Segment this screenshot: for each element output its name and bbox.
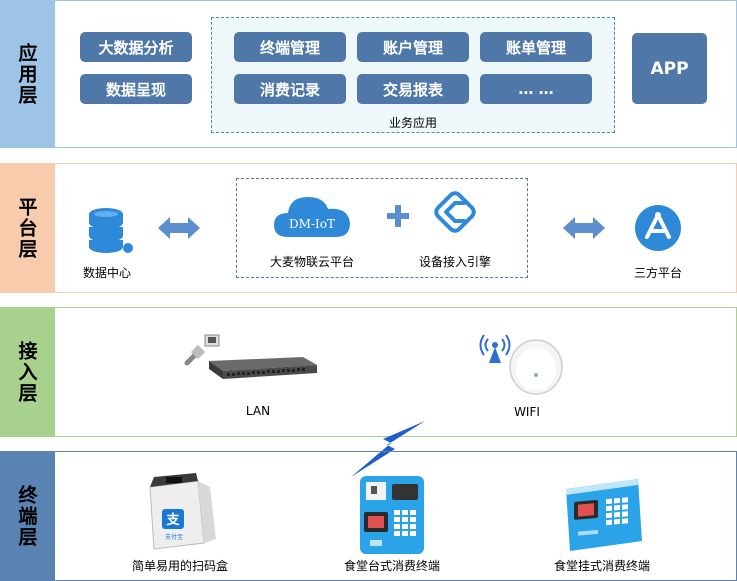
platform-layer-label: 平台层 <box>0 163 54 293</box>
plus-icon <box>387 205 409 227</box>
third-party-label: 三方平台 <box>633 266 682 280</box>
transaction-report-button[interactable]: 交易报表 <box>357 74 469 104</box>
scan-box-device-icon: 支 支付宝 <box>149 473 216 550</box>
wifi-label: WIFI <box>514 405 540 419</box>
svg-text:支: 支 <box>165 512 180 528</box>
cloud-platform-label: 大麦物联云平台 <box>269 255 354 269</box>
data-presentation-button[interactable]: 数据呈现 <box>80 74 192 104</box>
platform-layer: 平台层 数据中心 DM-IoT 大麦物联云平台 <box>0 163 737 293</box>
scan-box-label: 简单易用的扫码盒 <box>131 559 228 573</box>
more-button[interactable]: … … <box>480 74 592 104</box>
consumption-records-button[interactable]: 消费记录 <box>234 74 346 104</box>
app-button[interactable]: APP <box>632 33 707 104</box>
application-layer: 应用层 大数据分析 数据呈现 终端管理 账户管理 账单管理 消费记录 交易报表 … <box>0 0 737 148</box>
application-layer-label: 应用层 <box>0 0 54 148</box>
business-applications-caption: 业务应用 <box>388 116 437 130</box>
data-center-label: 数据中心 <box>82 266 131 280</box>
wall-terminal-device-icon <box>566 479 642 551</box>
access-layer-panel <box>54 307 737 437</box>
wifi-access-point-icon <box>479 334 563 395</box>
desktop-terminal-label: 食堂台式消费终端 <box>343 559 440 573</box>
cloud-icon: DM-IoT <box>274 197 350 237</box>
access-layer: 接入层 LAN WIFI <box>0 307 737 437</box>
access-layer-label: 接入层 <box>0 307 54 437</box>
access-engine-icon <box>434 191 476 233</box>
database-icon <box>89 208 133 253</box>
bidirectional-arrow-icon <box>158 217 200 239</box>
account-management-button[interactable]: 账户管理 <box>357 32 469 62</box>
network-switch-icon <box>184 334 317 379</box>
big-data-analysis-button[interactable]: 大数据分析 <box>80 32 192 62</box>
desktop-terminal-device-icon <box>360 476 424 554</box>
alipay-text: 支付宝 <box>165 533 183 541</box>
terminal-management-button[interactable]: 终端管理 <box>234 32 346 62</box>
cloud-logo-text: DM-IoT <box>289 217 335 231</box>
terminal-layer: 终端层 支 支付宝 简单易用的扫码盒 食堂台式消费终端 <box>0 451 737 581</box>
wireless-lightning-icon <box>351 421 425 477</box>
cloud-platform-group <box>236 178 528 278</box>
access-engine-label: 设备接入引擎 <box>418 255 491 269</box>
wall-terminal-label: 食堂挂式消费终端 <box>553 559 650 573</box>
bidirectional-arrow-icon <box>563 217 605 239</box>
terminal-layer-label: 终端层 <box>0 451 54 581</box>
billing-management-button[interactable]: 账单管理 <box>480 32 592 62</box>
third-party-icon <box>635 205 681 251</box>
lan-label: LAN <box>245 404 271 418</box>
